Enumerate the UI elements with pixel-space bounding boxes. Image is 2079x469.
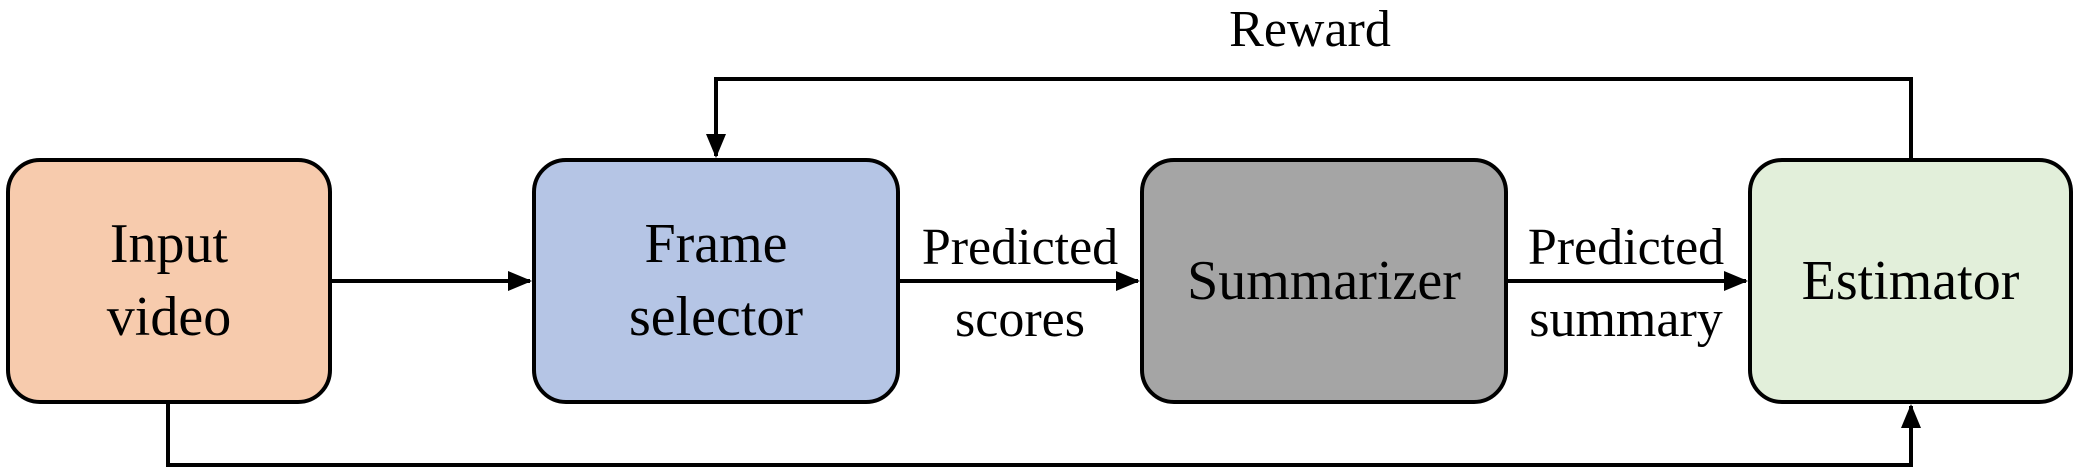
arrow-input-to-estimator xyxy=(166,404,1921,467)
summarizer-label: Summarizer xyxy=(1187,249,1461,312)
arrow-reward-feedback xyxy=(706,77,1913,158)
reward-edge-label: Reward xyxy=(1229,1,1391,58)
predicted-summary-label-line2: summary xyxy=(1529,291,1723,348)
frame-selector-label: Frame selector xyxy=(628,213,804,348)
input-video-node: Input video xyxy=(6,158,332,404)
predicted-scores-label-line1: Predicted xyxy=(921,219,1119,276)
predicted-summary-label-line1: Predicted xyxy=(1527,219,1725,276)
summarizer-node: Summarizer xyxy=(1140,158,1508,404)
estimator-label: Estimator xyxy=(1801,249,2020,312)
estimator-node: Estimator xyxy=(1748,158,2073,404)
frame-selector-node: Frame selector xyxy=(532,158,900,404)
predicted-scores-label-line2: scores xyxy=(955,291,1085,348)
input-video-label: Input video xyxy=(106,213,232,348)
